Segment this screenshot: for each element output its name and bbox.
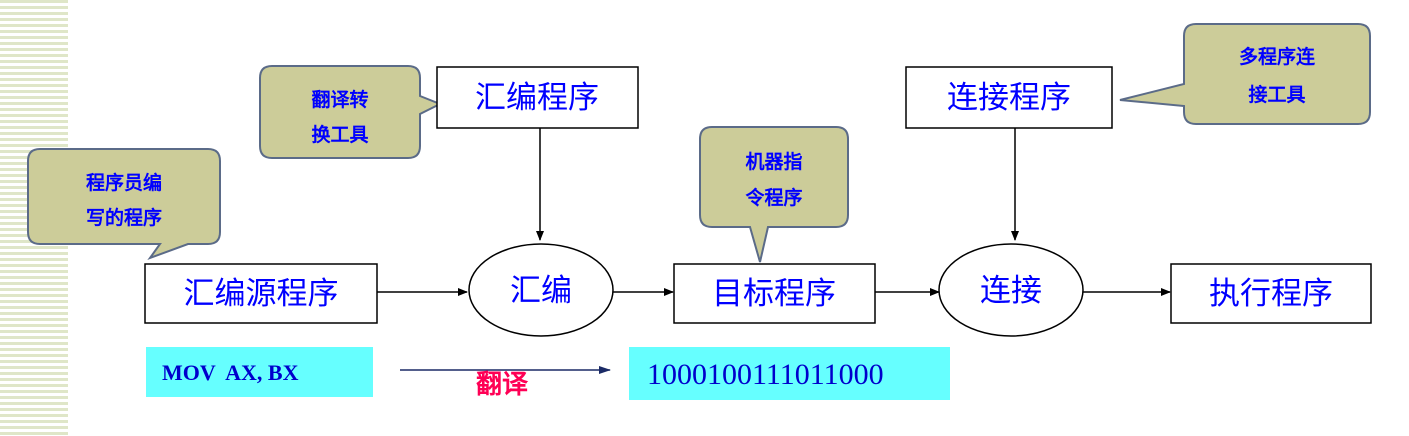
node-linker: 连接程序 [905,66,1113,129]
node-source-program: 汇编源程序 [144,263,378,324]
translate-label: 翻译 [476,370,529,400]
node-object-program-label: 目标程序 [712,276,836,312]
node-linker-label: 连接程序 [947,80,1071,116]
node-assemble-label: 汇编 [510,273,572,309]
binary-example: 1000100111011000 [629,347,950,400]
binary-text: 1000100111011000 [647,358,884,391]
node-assembler-label: 汇编程序 [475,80,599,116]
node-exec-program-label: 执行程序 [1209,276,1333,312]
instruction-example: MOV AX, BX [146,347,373,397]
callout-programmer-line1: 程序员编 [86,171,162,194]
callout-translator: 翻译转 换工具 [259,65,443,159]
node-assemble: 汇编 [468,243,614,337]
callout-machine-line2: 令程序 [745,186,802,209]
node-link: 连接 [938,243,1084,337]
node-exec-program: 执行程序 [1170,263,1372,324]
callout-machine: 机器指 令程序 [699,126,849,263]
instruction-text: MOV AX, BX [162,360,299,385]
node-object-program: 目标程序 [673,263,876,324]
callout-translator-line2: 换工具 [311,123,368,146]
callout-programmer: 程序员编 写的程序 [27,148,221,261]
callout-machine-line1: 机器指 [745,151,802,173]
callout-translator-line1: 翻译转 [311,88,368,111]
node-source-program-label: 汇编源程序 [184,276,339,312]
callout-multi-link-line1: 多程序连 [1239,45,1316,68]
callout-multi-link-line2: 接工具 [1248,84,1305,106]
node-link-label: 连接 [980,273,1042,309]
callout-programmer-line2: 写的程序 [86,206,162,229]
node-assembler: 汇编程序 [436,66,639,129]
callout-multi-link: 多程序连 接工具 [1119,23,1371,125]
